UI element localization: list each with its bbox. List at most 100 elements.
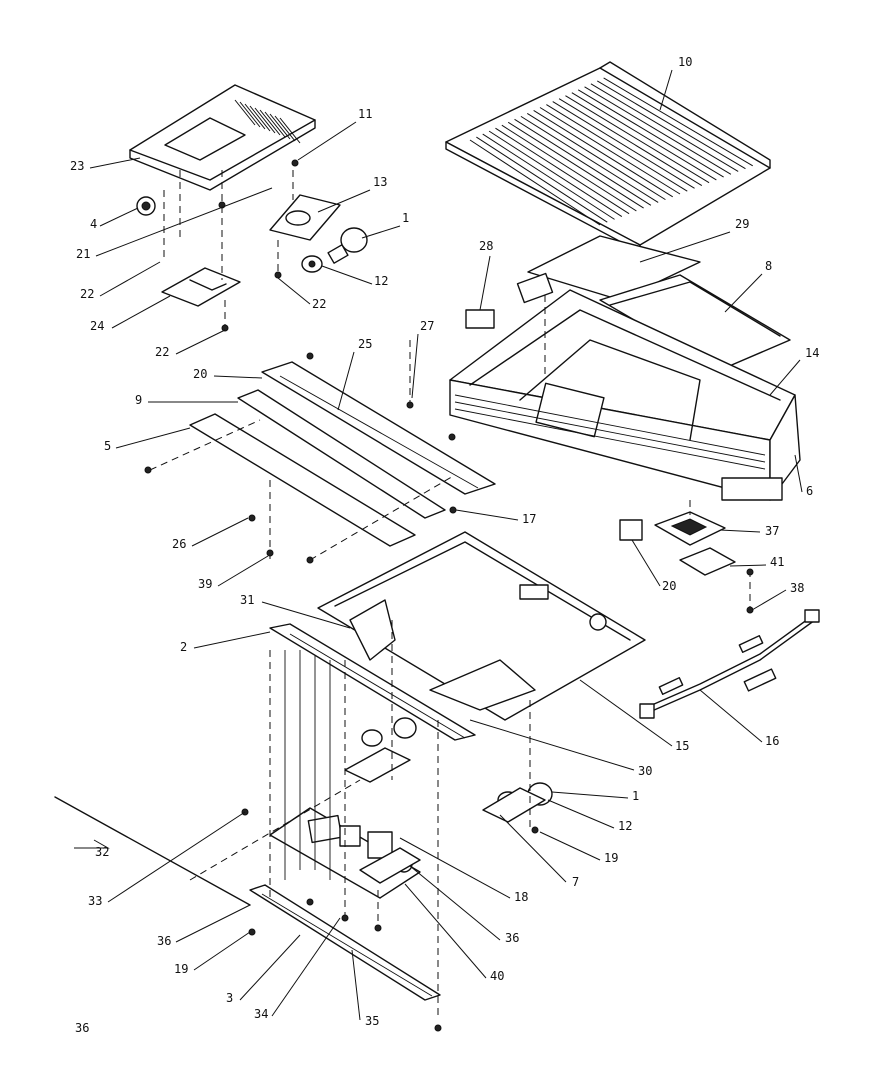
vent-slat (239, 101, 261, 128)
vent-slat (249, 105, 271, 132)
screws (144, 159, 754, 1032)
part-strip-25 (261, 361, 496, 495)
part-strip-5 (189, 413, 416, 547)
vent-slat (254, 107, 276, 134)
grille-slat (590, 83, 739, 172)
part-plate-40 (359, 847, 421, 884)
callout-c-15: 15 (675, 739, 689, 753)
part-panel-29 (527, 235, 701, 301)
callout-c-24: 24 (90, 319, 104, 333)
page-number: 36 (75, 1021, 89, 1035)
part-bottom-rail-3 (249, 884, 441, 1001)
callout-c-27: 27 (420, 319, 434, 333)
grille-slat (552, 101, 695, 189)
part-rail-2 (269, 623, 476, 741)
callout-c-12b: 12 (618, 819, 632, 833)
vent-slat (269, 113, 291, 140)
callout-c-31: 31 (240, 593, 254, 607)
callout-c-39: 39 (198, 577, 212, 591)
callout-c-7: 7 (572, 875, 579, 889)
grille-slat (495, 127, 630, 215)
callout-c-22a: 22 (80, 287, 94, 301)
callout-c-26: 26 (172, 537, 186, 551)
callout-c-8: 8 (765, 259, 772, 273)
grille-slat (558, 98, 703, 186)
grille-slat (533, 110, 673, 198)
callout-c-40: 40 (490, 969, 504, 983)
part-socket-13 (269, 194, 341, 241)
callout-c-37: 37 (765, 524, 779, 538)
grille-slat (514, 118, 652, 206)
vent-slat (244, 103, 266, 130)
grille-slat (488, 130, 623, 217)
grille-slat (546, 104, 688, 192)
callout-c-14: 14 (805, 346, 819, 360)
callout-c-20b: 20 (662, 579, 676, 593)
callout-c-1a: 1 (402, 211, 409, 225)
grille-slat (520, 115, 659, 203)
grille-slat (577, 89, 724, 178)
part-socket-12-top (301, 255, 323, 273)
grille-slat (527, 112, 666, 201)
callout-c-25: 25 (358, 337, 372, 351)
part-main-housing-14 (449, 272, 801, 541)
grille-slat (603, 77, 753, 167)
callout-c-41: 41 (770, 555, 784, 569)
callout-c-9: 9 (135, 393, 142, 407)
callout-c-22c: 22 (155, 345, 169, 359)
vent-slat (234, 99, 256, 126)
callout-c-11: 11 (358, 107, 372, 121)
callout-c-22b: 22 (312, 297, 326, 311)
grille-slat (501, 124, 637, 212)
callout-c-18: 18 (514, 890, 528, 904)
callout-c-10: 10 (678, 55, 692, 69)
grille-slat (597, 80, 746, 170)
callout-c-20a: 20 (193, 367, 207, 381)
callout-c-34: 34 (254, 1007, 268, 1021)
part-bracket-24 (161, 267, 241, 307)
part-bulb-center (344, 717, 417, 783)
vent-slat (274, 115, 296, 142)
callout-c-36a: 36 (157, 934, 171, 948)
part-top-vent-23 (129, 84, 316, 191)
part-top-grille-cover (445, 61, 771, 253)
grille-slat (565, 95, 710, 184)
callout-c-12a: 12 (374, 274, 388, 288)
part-bulb-1-top (327, 227, 368, 264)
callout-c-30: 30 (638, 764, 652, 778)
callout-c-19a: 19 (604, 851, 618, 865)
grille-slat (584, 86, 732, 175)
grille-slat (476, 136, 608, 223)
callout-c-32: 32 (95, 845, 109, 859)
callout-c-6: 6 (806, 484, 813, 498)
callout-c-38: 38 (790, 581, 804, 595)
callout-c-35: 35 (365, 1014, 379, 1028)
callout-c-21: 21 (76, 247, 90, 261)
grille-slat (469, 139, 601, 226)
grille-slat (571, 92, 717, 181)
part-bracket-37 (654, 511, 726, 546)
callout-c-13: 13 (373, 175, 387, 189)
callout-c-16: 16 (765, 734, 779, 748)
part-wire-harness-16 (639, 609, 820, 719)
leader-lines (74, 69, 803, 1021)
part-rod-32 (54, 796, 251, 906)
grille-slat (482, 133, 615, 220)
callout-c-28: 28 (479, 239, 493, 253)
callout-c-17: 17 (522, 512, 536, 526)
callout-c-19b: 19 (174, 962, 188, 976)
callout-c-2: 2 (180, 640, 187, 654)
vent-slat (259, 109, 281, 136)
grille-slat (507, 121, 644, 209)
callout-c-36b: 36 (505, 931, 519, 945)
part-base-plate-15 (317, 531, 646, 721)
vent-slat (264, 111, 286, 138)
callout-c-4: 4 (90, 217, 97, 231)
part-knob-4 (136, 196, 156, 216)
grille-slat (539, 107, 681, 195)
callout-c-29: 29 (735, 217, 749, 231)
callout-c-23: 23 (70, 159, 84, 173)
